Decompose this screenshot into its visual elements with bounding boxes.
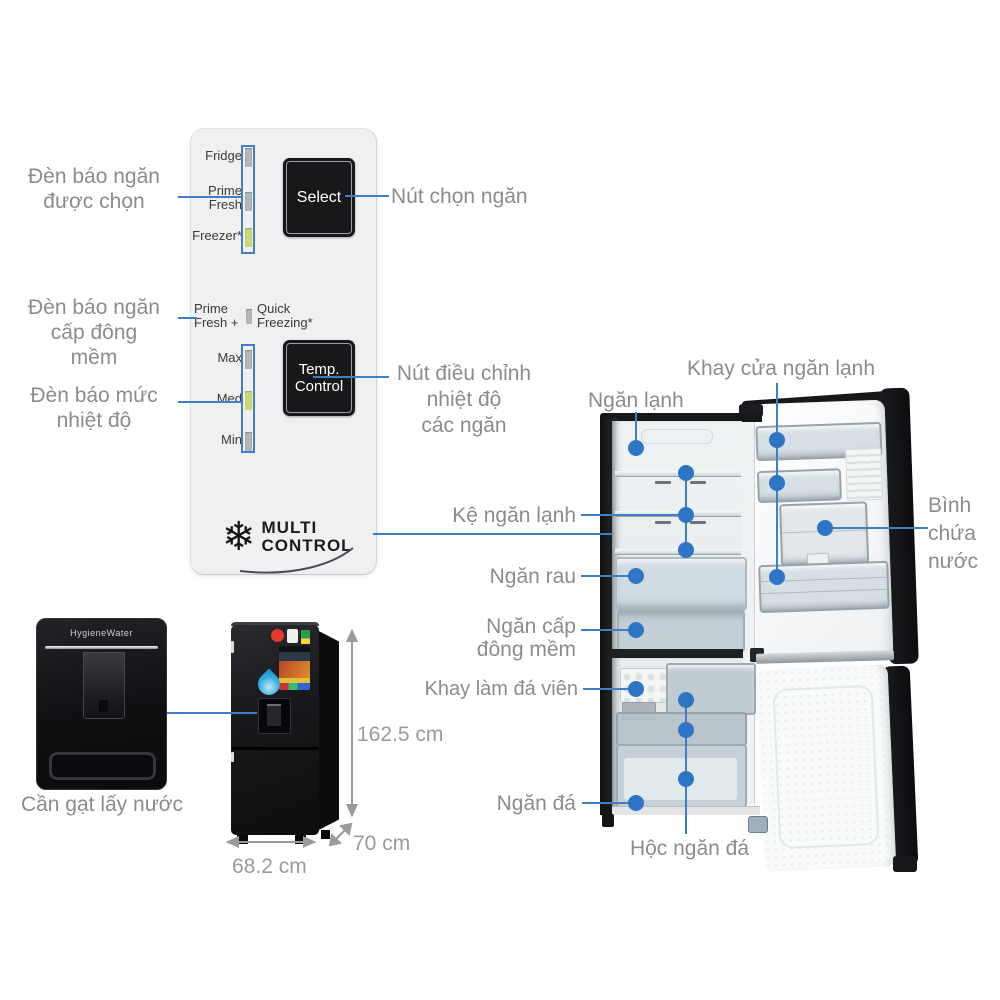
soft-freeze-label-right: Quick Freezing* [257, 301, 313, 330]
temp-level-label-min: Min [221, 432, 242, 447]
dispenser-closeup: HygieneWater [36, 618, 167, 790]
mini-fridge-handle-top [231, 641, 234, 653]
temp-level-bar-med [245, 391, 252, 410]
indicator-label-fridge: Fridge [205, 148, 242, 163]
mini-fridge-foot-left [237, 835, 248, 844]
freezer-container [666, 663, 756, 715]
compartment-divider [612, 649, 743, 658]
dispenser-lever [83, 652, 125, 719]
temp-level-bar-min [245, 432, 252, 451]
callout-selected-indicator: Đèn báo ngăn được chọn [28, 165, 160, 213]
multi-control-text: MULTI CONTROL [261, 518, 353, 555]
temp-control-button: Temp. Control [283, 340, 355, 416]
indicator-bar-fridge [245, 148, 252, 167]
promo-badge [271, 629, 284, 642]
dispenser-brand-text: HygieneWater [70, 628, 133, 638]
mini-fridge-front [231, 625, 319, 835]
mini-fridge-door-split [232, 747, 318, 750]
callout-temp-button: Nút điều chỉnh nhiệt độ các ngăn [396, 362, 532, 437]
dimension-depth: 70 cm [353, 832, 411, 855]
callout-veg-drawer: Ngăn rau [489, 565, 576, 588]
door-info-sticker [845, 447, 883, 502]
temp-level-bar-max [245, 350, 252, 369]
freezer-door-foot [893, 856, 917, 872]
soft-freeze-label-left: Prime Fresh + [194, 301, 239, 330]
callout-temp-level-indicator: Đèn báo mức nhiệt độ [30, 384, 158, 432]
cabinet-base-corner [600, 806, 612, 815]
mini-fridge-handle-bottom [231, 752, 234, 762]
mini-fridge-foot-right [295, 835, 306, 844]
indicator-label-prime-fresh: Prime Fresh [208, 183, 242, 212]
soft-freeze-indicator-bar [246, 309, 252, 324]
cabinet-top-edge [600, 413, 762, 422]
door-tray-3 [758, 560, 890, 614]
freezer-interior [612, 658, 756, 808]
drip-tray [49, 752, 156, 780]
indicator-bar-prime-fresh [245, 192, 252, 211]
fridge-foot-left [602, 814, 614, 827]
energy-sticker [301, 630, 310, 644]
water-tank [779, 501, 870, 572]
multi-control-logo: ❄ MULTI CONTROL [222, 517, 353, 557]
fridge-shelf-3 [615, 549, 741, 555]
ice-cube-tray [620, 668, 668, 703]
dimension-width: 68.2 cm [232, 855, 307, 878]
mini-fridge-top [231, 622, 319, 626]
soft-freezing-drawer [617, 610, 745, 652]
temp-level-label-med: Med [216, 391, 242, 406]
freezer-door-inner-face [755, 664, 897, 872]
freezer-mid-drawer [616, 712, 747, 746]
select-button: Select [283, 158, 355, 237]
callout-select-button: Nút chọn ngăn [391, 185, 528, 208]
freezer-door-emboss [772, 684, 880, 850]
callout-freezer-drawer: Hộc ngăn đá [629, 837, 750, 860]
indicator-bar-freezer [245, 228, 252, 247]
callout-ice-tray: Khay làm đá viên [424, 678, 578, 700]
dispenser-trim-line [45, 646, 158, 649]
snowflake-icon: ❄ [222, 514, 256, 560]
fridge-interior [612, 421, 747, 652]
fridge-caster [748, 816, 768, 833]
cabinet-base [600, 806, 760, 815]
callout-soft-freeze-indicator: Đèn báo ngăn cấp đông mềm [28, 296, 160, 369]
temp-level-label-max: Max [217, 350, 242, 365]
callout-dispenser-lever: Cần gạt lấy nước [20, 793, 184, 816]
mini-fridge-foot-back [321, 830, 330, 839]
callout-freezer-compartment: Ngăn đá [496, 792, 576, 815]
door-tray-2 [756, 468, 842, 504]
white-sticker [287, 629, 298, 643]
product-label-screen [279, 646, 310, 690]
lever-slot [99, 700, 108, 712]
mini-fridge-side [319, 631, 339, 830]
callout-fridge-shelf: Kệ ngăn lạnh [452, 504, 576, 527]
fridge-shelf-2 [615, 511, 741, 517]
indicator-label-freezer: Freezer* [192, 228, 242, 243]
callout-door-tray: Khay cửa ngăn lạnh [687, 357, 876, 380]
callout-fridge-compartment: Ngăn lạnh [588, 389, 684, 412]
fridge-shelf-1 [615, 471, 741, 477]
mini-fridge-dispenser [258, 698, 291, 734]
dimension-height: 162.5 cm [357, 723, 444, 746]
callout-soft-freeze-drawer: Ngăn cấp đông mềm [476, 615, 576, 661]
vegetable-drawer [615, 557, 747, 611]
fridge-door-inner-face [748, 399, 894, 663]
callout-water-tank: Bình chứa nước [928, 494, 979, 573]
led-light-cover [641, 429, 713, 444]
freezer-bottom-drawer [616, 744, 747, 808]
